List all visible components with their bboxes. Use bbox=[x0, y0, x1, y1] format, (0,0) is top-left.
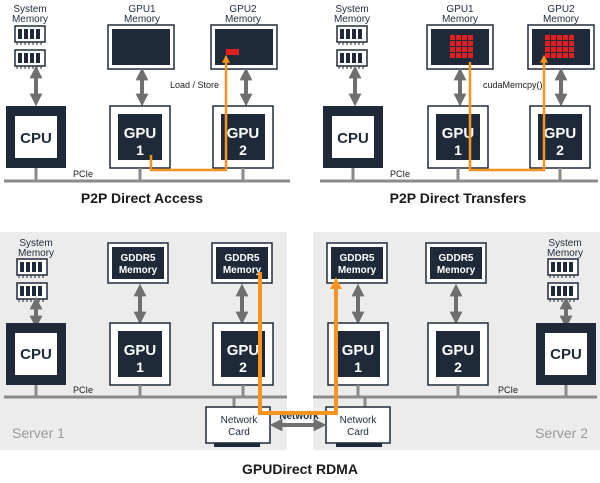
gpu2-memory-label-line2: Memory bbox=[543, 14, 579, 25]
load-store-annotation: Load / Store bbox=[170, 80, 219, 90]
gpu1-label-line1: GPU bbox=[124, 125, 157, 142]
gpu1-label-line1: GPU bbox=[342, 342, 375, 359]
pcie-label: PCIe bbox=[73, 169, 93, 179]
cpu-chip: CPU bbox=[536, 323, 596, 385]
cudamemcpy-path-arrow bbox=[468, 54, 549, 172]
gpu1-memory-monitor bbox=[107, 24, 175, 70]
cpu-chip: CPU bbox=[6, 106, 66, 168]
gpu2-card: GPU 2 bbox=[212, 105, 274, 169]
gpu1-card: GPU 1 bbox=[109, 105, 171, 169]
gpu1-label-line1: GPU bbox=[442, 125, 475, 142]
rdma-path-arrow bbox=[258, 272, 342, 415]
gpu2-memory-monitor bbox=[210, 24, 278, 70]
system-memory-icon bbox=[14, 25, 46, 70]
gpu1-label-line2: 1 bbox=[354, 359, 362, 375]
cpu-label: CPU bbox=[337, 130, 369, 147]
gpu1-memory-label-line1: GPU1 bbox=[128, 4, 156, 15]
caption-p2p-direct-transfers: P2P Direct Transfers bbox=[390, 190, 527, 206]
gpu2-memory-label-line1: GPU2 bbox=[547, 4, 575, 15]
gpu2-label-line2: 2 bbox=[239, 142, 247, 158]
cpu-chip: CPU bbox=[6, 323, 66, 385]
server2-label: Server 2 bbox=[535, 425, 588, 441]
gpu1-label-line2: 1 bbox=[454, 142, 462, 158]
panel-p2p-direct-transfers: System Memory GPU1 Memory GPU2 Memory bbox=[320, 4, 598, 206]
cpu-label: CPU bbox=[20, 130, 52, 147]
pcie-label: PCIe bbox=[498, 385, 518, 395]
gddr5-label-line1: GDDR5 bbox=[224, 253, 259, 264]
system-memory-label-line2: Memory bbox=[18, 248, 54, 259]
gpu2-card: GPU 2 bbox=[529, 105, 591, 169]
gpu1-card: GPU 1 bbox=[427, 105, 489, 169]
gddr5-label-line1: GDDR5 bbox=[339, 253, 374, 264]
gpu1-label-line2: 1 bbox=[136, 359, 144, 375]
gddr5-memory-gpu1: GDDR5 Memory bbox=[326, 242, 388, 284]
gddr5-memory-gpu1: GDDR5 Memory bbox=[107, 242, 169, 284]
system-memory-label-line1: System bbox=[13, 4, 46, 15]
network-card-label-line1: Network bbox=[340, 415, 378, 426]
gpu2-memory-label-line2: Memory bbox=[225, 14, 261, 25]
cpu-label: CPU bbox=[20, 346, 52, 363]
gpu2-label-line2: 2 bbox=[454, 359, 462, 375]
network-card-label-line2: Card bbox=[228, 427, 250, 438]
gpu2-label-line2: 2 bbox=[239, 359, 247, 375]
gpu2-label-line2: 2 bbox=[556, 142, 564, 158]
gpu2-label-line1: GPU bbox=[442, 342, 475, 359]
server1-label: Server 1 bbox=[12, 425, 65, 441]
cpu-chip: CPU bbox=[323, 106, 383, 168]
network-card-label-line1: Network bbox=[221, 415, 259, 426]
gpu2-memory-monitor bbox=[527, 24, 595, 70]
pcie-bus bbox=[4, 168, 290, 183]
gpu1-memory-monitor bbox=[426, 24, 494, 70]
cpu-label: CPU bbox=[550, 346, 582, 363]
system-memory-label-line2: Memory bbox=[547, 248, 583, 259]
system-memory-label-line2: Memory bbox=[334, 14, 370, 25]
network-label: Network bbox=[279, 411, 319, 422]
pcie-bus bbox=[4, 385, 287, 407]
gpu1-label-line2: 1 bbox=[136, 142, 144, 158]
caption-p2p-direct-access: P2P Direct Access bbox=[81, 190, 203, 206]
system-memory-label-line1: System bbox=[19, 238, 52, 249]
panel-gpudirect-rdma: System Memory GDDR5 Memory GDDR5 Memory bbox=[0, 232, 600, 477]
server2: GDDR5 Memory GDDR5 Memory System Memory bbox=[313, 238, 597, 447]
gddr5-label-line1: GDDR5 bbox=[120, 253, 155, 264]
load-store-path-arrow bbox=[149, 54, 231, 172]
gpu1-memory-label-line2: Memory bbox=[442, 14, 478, 25]
gddr5-memory-gpu2: GDDR5 Memory bbox=[211, 242, 273, 284]
data-block-grid bbox=[450, 35, 473, 58]
system-memory-label-line2: Memory bbox=[12, 14, 48, 25]
server1: System Memory GDDR5 Memory GDDR5 Memory bbox=[4, 238, 287, 447]
system-memory-icon bbox=[336, 25, 368, 70]
gpu2-memory-label-line1: GPU2 bbox=[229, 4, 257, 15]
gpu1-label-line1: GPU bbox=[124, 342, 157, 359]
system-memory-label-line1: System bbox=[335, 4, 368, 15]
gpu1-card: GPU 1 bbox=[109, 322, 171, 386]
network-card-label-line2: Card bbox=[347, 427, 369, 438]
panel-p2p-direct-access: System Memory GPU1 Memory GPU2 Memory Lo… bbox=[4, 4, 290, 206]
system-memory-label-line1: System bbox=[548, 238, 581, 249]
data-block-grid bbox=[545, 35, 574, 58]
gddr5-label-line2: Memory bbox=[119, 265, 158, 276]
gddr5-label-line2: Memory bbox=[338, 265, 377, 276]
gpu2-card: GPU 2 bbox=[212, 322, 274, 386]
gpu2-label-line1: GPU bbox=[544, 125, 577, 142]
gddr5-label-line2: Memory bbox=[437, 265, 476, 276]
gddr5-label-line2: Memory bbox=[223, 265, 262, 276]
caption-gpudirect-rdma: GPUDirect RDMA bbox=[242, 461, 358, 477]
pcie-bus bbox=[320, 168, 598, 183]
gpu2-card: GPU 2 bbox=[427, 322, 489, 386]
gpu1-memory-label-line1: GPU1 bbox=[446, 4, 474, 15]
gpu2-label-line1: GPU bbox=[227, 342, 260, 359]
gddr5-label-line1: GDDR5 bbox=[438, 253, 473, 264]
gddr5-memory-gpu2: GDDR5 Memory bbox=[425, 242, 487, 284]
cudamemcpy-annotation: cudaMemcpy() bbox=[483, 80, 543, 90]
gpu2-label-line1: GPU bbox=[227, 125, 260, 142]
pcie-bus bbox=[313, 385, 597, 407]
gpu1-memory-label-line2: Memory bbox=[124, 14, 160, 25]
pcie-label: PCIe bbox=[390, 169, 410, 179]
pcie-label: PCIe bbox=[73, 385, 93, 395]
